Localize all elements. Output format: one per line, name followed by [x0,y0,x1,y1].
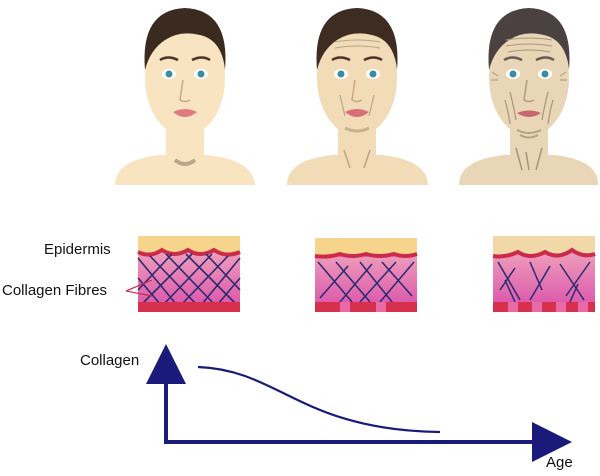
face-young [115,8,255,185]
collagen-fibres-label: Collagen Fibres [2,282,108,299]
x-axis-label: Age [546,454,573,471]
skin-section-middle [314,238,418,312]
y-axis-label: Collagen [80,352,140,369]
face-middle-age [287,8,428,185]
skin-section-young [137,236,241,312]
epidermis-label: Epidermis [44,241,111,258]
face-old [459,8,599,185]
collagen-curve [197,365,441,434]
skin-section-old [492,236,596,312]
collagen-fibres-pointer [125,279,153,297]
collagen-age-graph [146,344,572,462]
